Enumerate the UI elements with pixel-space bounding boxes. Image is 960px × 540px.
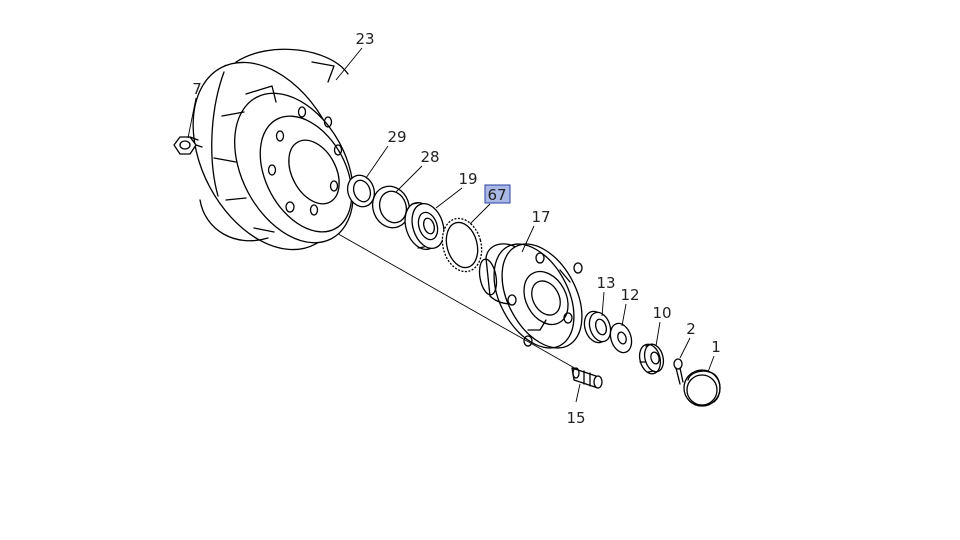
cotter-pin-part[interactable] xyxy=(673,358,684,385)
callout-19[interactable]: 19 xyxy=(458,170,477,188)
callout-2[interactable]: 2 xyxy=(686,320,696,338)
brake-drum-part[interactable] xyxy=(163,37,378,276)
axis-line-stud xyxy=(295,209,579,371)
callout-67[interactable]: 67 xyxy=(487,186,506,204)
callout-highlight xyxy=(484,184,511,204)
thrust-washer-part[interactable] xyxy=(607,321,635,356)
wheel-stud-part[interactable] xyxy=(571,367,603,389)
castle-nut-part[interactable] xyxy=(636,342,666,376)
callout-15[interactable]: 15 xyxy=(566,409,585,427)
callout-7[interactable]: 7 xyxy=(192,80,202,98)
hub-part[interactable] xyxy=(477,231,598,362)
callout-29[interactable]: 29 xyxy=(387,128,406,146)
callout-12[interactable]: 12 xyxy=(620,286,639,304)
callout-1[interactable]: 1 xyxy=(711,338,721,356)
leader-lines xyxy=(187,47,715,403)
nut-part[interactable] xyxy=(173,136,203,155)
callout-17[interactable]: 17 xyxy=(531,208,550,226)
tone-ring-part[interactable] xyxy=(437,214,488,276)
washer-part[interactable] xyxy=(367,181,415,233)
inner-bearing-part[interactable] xyxy=(399,198,449,254)
callout-23[interactable]: 23 xyxy=(355,30,374,48)
callout-13[interactable]: 13 xyxy=(596,274,615,292)
callout-10[interactable]: 10 xyxy=(652,304,671,322)
outer-bearing-part[interactable] xyxy=(581,308,615,345)
seal-part[interactable] xyxy=(343,172,378,211)
callout-28[interactable]: 28 xyxy=(420,148,439,166)
hub-cap-part[interactable] xyxy=(683,369,721,407)
